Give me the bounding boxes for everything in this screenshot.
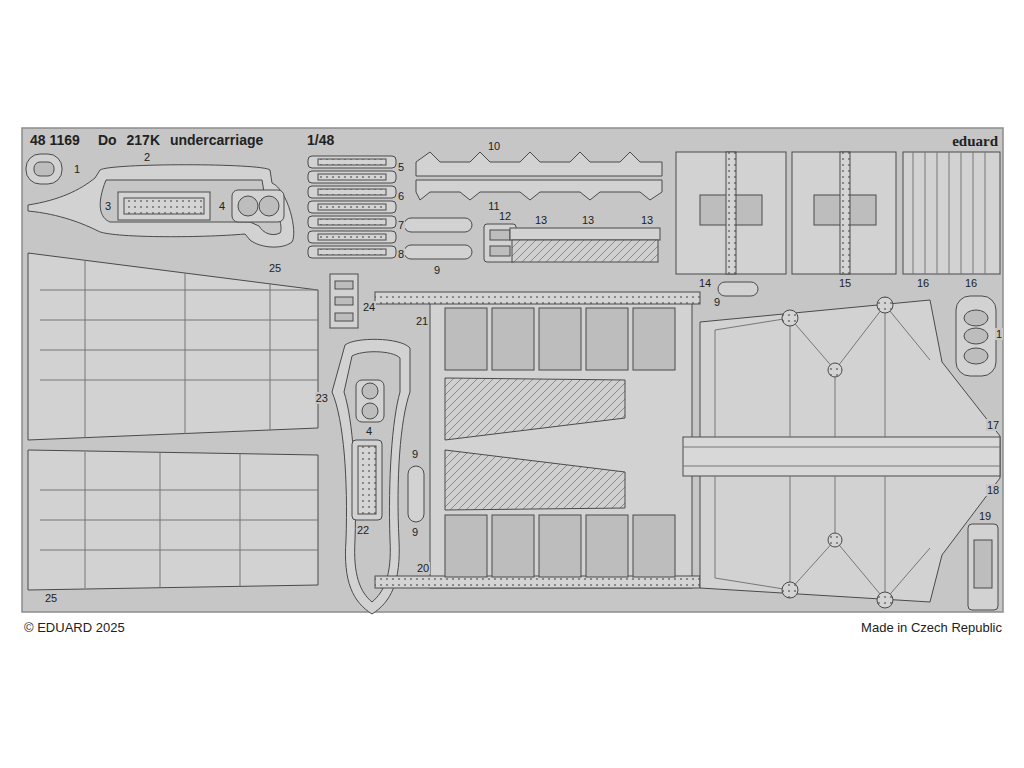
callout-number: 18: [986, 484, 1000, 496]
callout-number: 10: [487, 140, 501, 152]
callout-number: 21: [415, 315, 429, 327]
callout-number: 9: [713, 296, 721, 308]
callout-number: 3: [104, 200, 112, 212]
callout-number: 6: [397, 190, 405, 202]
callout-number: 20: [416, 562, 430, 574]
callout-number: 8: [397, 248, 405, 260]
callout-number: 1: [995, 328, 1003, 340]
callout-number: 16: [916, 277, 930, 289]
callout-number: 14: [698, 277, 712, 289]
callout-number: 24: [362, 301, 376, 313]
fret-title: Do 217K undercarriage: [98, 133, 263, 148]
scale-label: 1/48: [307, 133, 334, 148]
callout-number: 19: [978, 510, 992, 522]
callout-number: 17: [986, 419, 1000, 431]
callout-number: 2: [143, 151, 151, 163]
callout-number: 22: [356, 524, 370, 536]
callout-number: 9: [433, 264, 441, 276]
callout-number: 13: [640, 214, 654, 226]
brand-logo: eduard: [952, 133, 998, 150]
callout-number: 7: [397, 219, 405, 231]
callout-number: 9: [411, 448, 419, 460]
callout-number: 13: [534, 214, 548, 226]
callout-number: 1: [73, 163, 81, 175]
callout-number: 9: [411, 526, 419, 538]
callout-number: 4: [218, 200, 226, 212]
callout-number: 25: [44, 592, 58, 604]
origin-note: Made in Czech Republic: [861, 621, 1002, 635]
callout-number: 5: [397, 161, 405, 173]
copyright-note: © EDUARD 2025: [24, 621, 125, 635]
catalog-number: 48 1169: [30, 133, 80, 148]
callout-number: 4: [365, 425, 373, 437]
callout-number: 13: [581, 214, 595, 226]
callout-number: 12: [498, 210, 512, 222]
callout-number: 23: [315, 392, 329, 404]
callout-number: 16: [964, 277, 978, 289]
callout-number: 15: [838, 277, 852, 289]
callout-number: 25: [268, 262, 282, 274]
